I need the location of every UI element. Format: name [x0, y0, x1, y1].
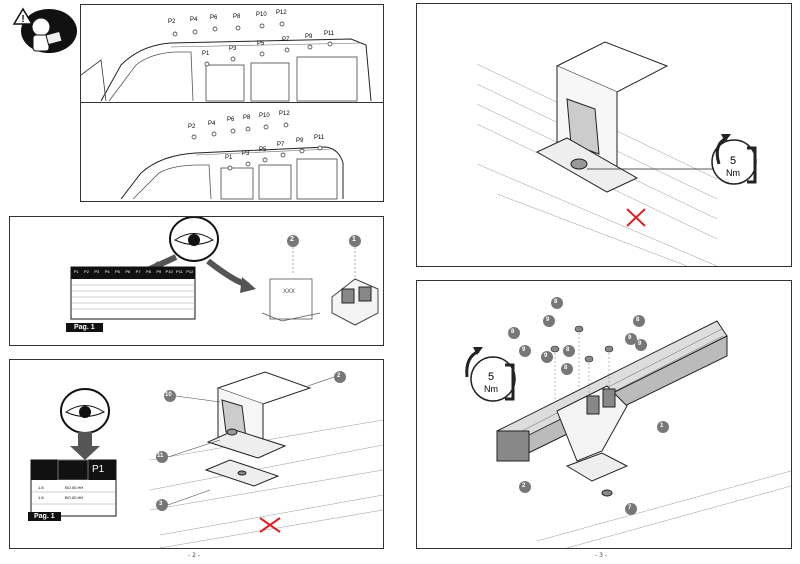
table-header-cell: P8 [146, 269, 151, 274]
callout-3: 3 [159, 501, 163, 507]
point-label: P5 [259, 147, 267, 153]
torque-unit: Nm [726, 168, 740, 178]
table-header-cell: P1 [73, 269, 79, 274]
torque-value: 5 [488, 371, 495, 383]
callout: 9 [638, 341, 642, 347]
reference-table-panel: P1 P2 P3 P4 P5 P6 P7 P8 P9 P10 P11 P12 P… [9, 216, 384, 346]
point-label: P12 [276, 10, 287, 16]
row-code: 1.8 [38, 485, 44, 490]
table-header-cell: P3 [94, 269, 100, 274]
van-bottom-points: P2 P4 P6 P8 P10 P12 P1 P3 P5 P7 P9 P11 [80, 102, 382, 200]
point-label: P6 [227, 117, 235, 123]
callout: 1 [660, 423, 664, 429]
callout: 7 [628, 505, 632, 511]
point-label: P11 [324, 31, 335, 37]
point-label: P7 [282, 37, 290, 43]
callout: 2 [522, 483, 526, 489]
point-label: P3 [242, 151, 250, 157]
callout-10: 10 [165, 392, 172, 398]
table-header-cell: P1 [92, 464, 105, 475]
table-header-cell: P10 [165, 269, 173, 274]
row-value: BO.00.HH [65, 495, 84, 500]
warning-badge: ! [9, 5, 77, 55]
callout: 8 [554, 299, 558, 305]
point-label: P12 [279, 111, 290, 117]
page-number-right: - 3 - [595, 552, 607, 559]
torque-unit: Nm [484, 384, 498, 394]
point-label: P6 [210, 15, 218, 21]
callout: 8 [636, 317, 640, 323]
point-label: P11 [314, 135, 325, 141]
table-header-cell: P7 [135, 269, 141, 274]
van-roof-panel-bottom [80, 102, 384, 202]
row-value: BO.00.HH [65, 485, 84, 490]
point-label: P10 [259, 113, 270, 119]
point-label: P2 [168, 19, 176, 25]
callout-11: 11 [157, 453, 164, 459]
callout-2: 2 [337, 373, 341, 379]
point-label: P4 [190, 17, 198, 23]
point-label: P9 [296, 138, 304, 144]
bracket-torque-panel: 5 Nm [416, 3, 792, 267]
page-tab: Pag. 1 [66, 323, 103, 332]
table-header-cell: P6 [125, 269, 131, 274]
point-label: P7 [277, 142, 285, 148]
part-callout-1: 1 [352, 236, 356, 243]
point-label: P8 [233, 14, 241, 20]
svg-text:!: ! [21, 14, 24, 25]
table-header-cell: P4 [104, 269, 110, 274]
final-assembly-panel: 5 Nm 8 9 8 9 8 9 8 9 8 9 1 2 7 [416, 280, 792, 549]
point-label: P3 [229, 46, 237, 52]
point-label: P2 [188, 124, 196, 130]
callout: 8 [564, 365, 568, 371]
callout: 8 [511, 329, 515, 335]
van-top-points: P2 P4 P6 P8 P10 P12 P1 P3 P5 P7 P9 P11 [80, 4, 382, 102]
callout: 8 [566, 347, 570, 353]
point-label: P10 [256, 12, 267, 18]
page-tab: Pag. 1 [28, 512, 61, 521]
point-label: P1 [202, 51, 210, 57]
van-roof-panel-top [80, 4, 384, 103]
callout: 9 [544, 353, 548, 359]
callout: 9 [546, 317, 550, 323]
point-label: P5 [257, 41, 265, 47]
page-number-left: - 2 - [188, 552, 200, 559]
point-label: P9 [305, 34, 313, 40]
table-header-cell: P9 [156, 269, 162, 274]
callout: 9 [628, 335, 632, 341]
table-header-row: P1 P2 P3 P4 P5 P6 P7 P8 P9 P10 P11 P12 [71, 269, 195, 279]
row-code: 1.8 [38, 495, 44, 500]
point-label: P4 [208, 121, 216, 127]
assembly-panel: P1 1.8 BO.00.HH 1.8 BO.00.HH Pag. 1 10 2… [9, 359, 384, 549]
point-label: P1 [225, 155, 233, 161]
torque-value: 5 [730, 155, 737, 167]
part-callout-2: 2 [290, 236, 294, 243]
part-marking: XXX [283, 289, 296, 295]
table-header-cell: P12 [186, 269, 194, 274]
point-label: P8 [243, 115, 251, 121]
callout: 9 [522, 347, 526, 353]
table-header-cell: P2 [84, 269, 89, 274]
table-header-cell: P11 [176, 269, 183, 274]
table-header-cell: P5 [115, 269, 120, 274]
